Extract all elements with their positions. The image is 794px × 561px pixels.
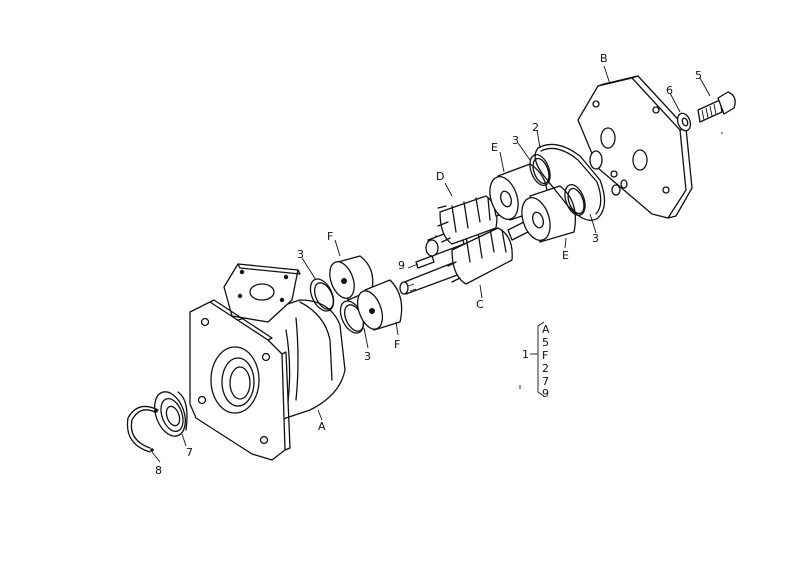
assembly-legend: 1 A 5 F 2 7 9 xyxy=(519,321,550,400)
bolt xyxy=(697,91,736,123)
label-b: B xyxy=(600,52,608,65)
legend-item-2: 5 xyxy=(542,336,549,349)
label-3-lower-left: 3 xyxy=(364,350,371,363)
end-cover-seal-ring xyxy=(534,143,606,221)
shaft-seal xyxy=(154,391,188,437)
end-cover xyxy=(577,75,693,219)
pump-housing xyxy=(189,263,346,461)
label-f-lower: F xyxy=(394,338,400,351)
bearing-f-upper xyxy=(329,255,374,301)
label-e-lower: E xyxy=(562,249,569,262)
label-8: 8 xyxy=(155,464,162,477)
o-ring-left-upper xyxy=(309,278,335,312)
label-3-upper-left: 3 xyxy=(297,248,304,261)
part-labels: A B C D E E F F 2 3 3 3 3 5 6 7 8 9 xyxy=(155,52,702,477)
label-e-upper: E xyxy=(491,141,498,154)
bearing-f-lower xyxy=(356,279,403,331)
label-6: 6 xyxy=(666,84,673,97)
label-3-upper-right: 3 xyxy=(512,134,519,147)
leader-lines xyxy=(151,65,711,463)
label-f-upper: F xyxy=(327,230,333,243)
washer xyxy=(676,112,692,132)
legend-item-3: F xyxy=(542,349,548,362)
legend-item-6: 9 xyxy=(542,387,549,400)
label-5: 5 xyxy=(695,69,702,82)
legend-item-4: 2 xyxy=(542,362,549,375)
label-9: 9 xyxy=(398,259,405,272)
snap-ring xyxy=(126,405,159,453)
legend-item-1: A xyxy=(542,323,550,336)
shaft-key xyxy=(415,255,435,269)
label-2: 2 xyxy=(532,121,539,134)
legend-item-5: 7 xyxy=(542,375,549,388)
o-ring-right-lower xyxy=(564,184,586,216)
label-a: A xyxy=(318,420,326,433)
label-3-lower-right: 3 xyxy=(592,232,599,245)
legend-assembly-number: 1 xyxy=(522,348,529,361)
dowel-pins xyxy=(611,179,628,196)
label-d: D xyxy=(436,170,444,183)
label-c: C xyxy=(476,298,484,311)
label-7: 7 xyxy=(186,446,193,459)
